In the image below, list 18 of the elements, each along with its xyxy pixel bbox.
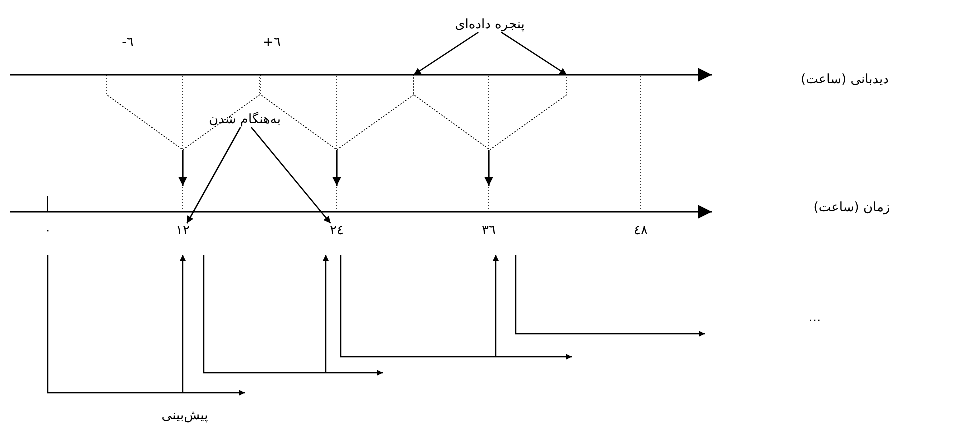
tick-label: ٣٦: [481, 224, 497, 238]
callout-text: پنجره داده‌ای: [454, 18, 526, 32]
offset-label: +٦: [262, 36, 282, 50]
leader-arrow: [186, 127, 242, 224]
ellipsis: ...: [808, 310, 822, 326]
tick-label: ٤٨: [633, 224, 649, 238]
offset-label: -٦: [121, 36, 135, 50]
tick-label: ١٢: [175, 224, 191, 238]
tick-label: ٢٤: [329, 224, 345, 238]
callout-text: به‌هنگام شدن: [208, 112, 282, 128]
leader-arrow: [251, 127, 332, 224]
leader-arrow: [414, 32, 479, 76]
axis-label: زمان (ساعت): [812, 200, 892, 216]
axis-label: دیدبانی (ساعت): [800, 72, 890, 88]
window-bracket: [414, 74, 568, 150]
leader-arrow: [501, 32, 568, 76]
forecast-label: پیش‌بینی: [160, 408, 210, 424]
tick-label: ٠: [44, 224, 52, 238]
